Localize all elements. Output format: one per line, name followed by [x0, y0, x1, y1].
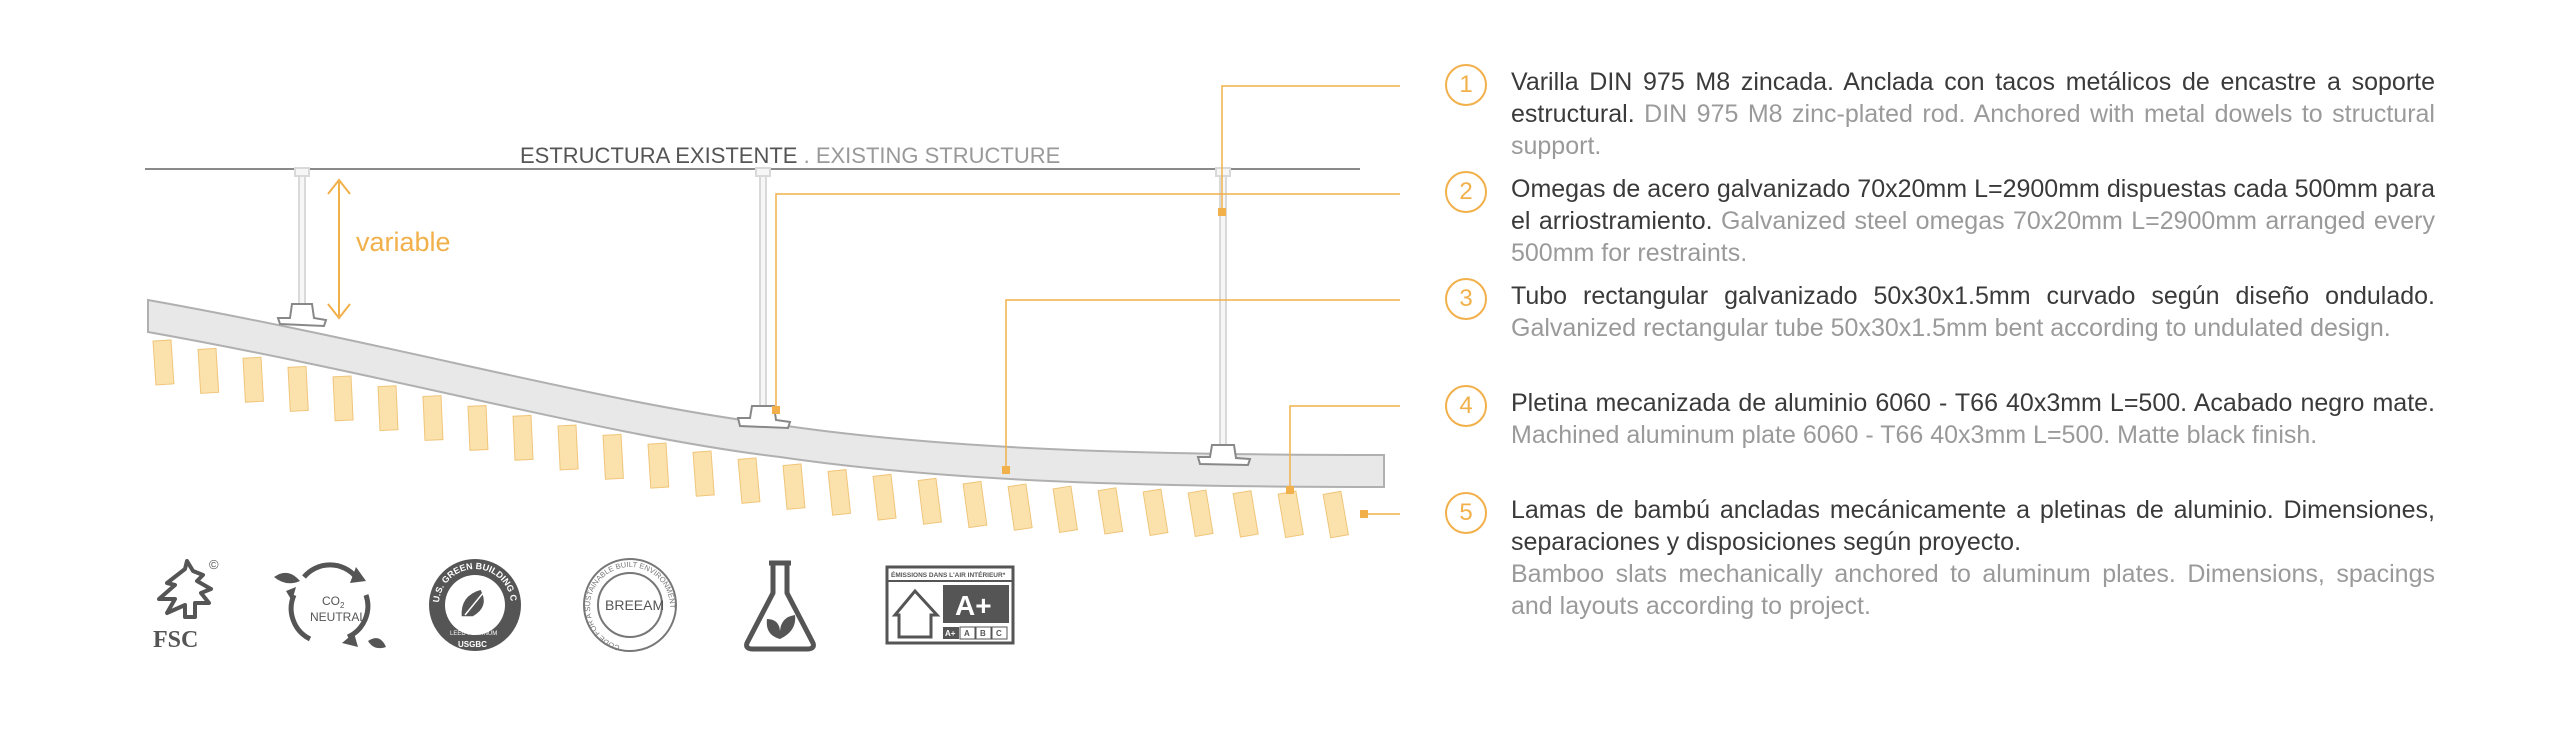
emissions-grade: A+	[955, 590, 992, 621]
co2-neutral-logo: CO2 NEUTRAL	[274, 562, 386, 649]
omega-3	[1196, 444, 1252, 467]
item-description: Tubo rectangular galvanizado 50x30x1.5mm…	[1511, 280, 2435, 344]
bamboo-slats	[152, 339, 1349, 539]
bamboo-slat	[377, 385, 399, 432]
svg-text:A+: A+	[945, 629, 956, 638]
leed-usgbc-logo: U.S. GREEN BUILDING COUNCIL LEED PLATINU…	[425, 555, 521, 651]
bamboo-slat	[152, 339, 175, 386]
bamboo-slat	[647, 442, 670, 489]
fsc-tree-icon	[157, 559, 213, 619]
description-en: Machined aluminum plate 6060 - T66 40x3m…	[1511, 421, 2318, 449]
bamboo-slat	[197, 347, 220, 394]
rod-cap-1	[294, 167, 310, 177]
flask-icon	[744, 560, 816, 652]
bamboo-slat	[332, 375, 354, 422]
description-en: DIN 975 M8 zinc-plated rod. Anchored wit…	[1511, 100, 2435, 160]
description-es: Omegas de acero galvanizado 70x20mm L=29…	[1511, 175, 2435, 235]
item-description: Varilla DIN 975 M8 zincada. Anclada con …	[1511, 66, 2435, 162]
variable-dimension	[327, 178, 351, 320]
variable-label: variable	[356, 227, 451, 257]
omega-2	[736, 405, 792, 430]
leaf-icon	[766, 615, 796, 639]
item-number-badge: 4	[1445, 385, 1487, 427]
item-number-badge: 1	[1445, 64, 1487, 106]
bamboo-slat	[827, 469, 852, 516]
description-es: Tubo rectangular galvanizado 50x30x1.5mm…	[1511, 282, 2435, 310]
bamboo-slat	[1097, 487, 1124, 535]
rod-cap-2	[755, 167, 771, 177]
leader-2	[775, 193, 1400, 410]
leader-lines	[775, 85, 1400, 515]
omega-1	[276, 303, 328, 328]
bamboo-slat	[692, 450, 715, 497]
ceiling-section-diagram: ESTRUCTURA EXISTENTE . EXISTING STRUCTUR…	[145, 85, 1400, 539]
bamboo-slat	[1232, 490, 1259, 538]
emissions-scale: A+ A B C	[943, 626, 1008, 640]
breeam-text: BREEAM	[605, 597, 664, 613]
bamboo-slat	[557, 424, 579, 471]
indoor-emissions-label: ÉMISSIONS DANS L'AIR INTÉRIEUR* A+ A+ A …	[885, 565, 1015, 645]
bamboo-slat	[1007, 483, 1033, 531]
bamboo-slat	[1187, 489, 1214, 537]
svg-text:CO2: CO2	[322, 594, 345, 610]
item-description: Omegas de acero galvanizado 70x20mm L=29…	[1511, 173, 2435, 269]
bamboo-slat	[1142, 488, 1169, 536]
usgbc-text: USGBC	[458, 640, 487, 649]
fsc-logo: © FSC	[153, 557, 219, 653]
fsc-text: FSC	[153, 627, 198, 653]
leaf-icon	[368, 638, 386, 649]
bamboo-slat	[512, 414, 534, 461]
bamboo-slat	[782, 463, 806, 510]
neutral-text: NEUTRAL	[310, 610, 366, 624]
description-en: Galvanized rectangular tube 50x30x1.5mm …	[1511, 314, 2391, 342]
omega-brackets	[276, 303, 1252, 467]
leader-markers	[772, 208, 1368, 518]
bamboo-slat	[422, 395, 444, 441]
structure-label: ESTRUCTURA EXISTENTE . EXISTING STRUCTUR…	[520, 143, 1060, 168]
leed-bottom-text: LEED PLATINUM	[450, 631, 497, 637]
bamboo-slat	[602, 433, 624, 480]
rod-1	[298, 169, 306, 311]
leaf-icon	[460, 588, 486, 618]
breeam-logo: CODE FOR A SUSTAINABLE BUILT ENVIRONMENT…	[583, 558, 677, 652]
leader-1	[1221, 85, 1400, 212]
item-number-badge: 2	[1445, 171, 1487, 213]
description-en: Bamboo slats mechanically anchored to al…	[1511, 560, 2435, 620]
co2-subscript: 2	[340, 601, 345, 610]
rod-2	[759, 169, 767, 411]
flask-leaf-logo	[744, 560, 816, 652]
certification-logos: © FSC CO2 NEUTRAL U.S. GREEN BUILDING CO…	[140, 555, 1040, 665]
bamboo-slat	[242, 356, 264, 403]
description-en: Galvanized steel omegas 70x20mm L=2900mm…	[1511, 207, 2435, 267]
leader-3	[1005, 299, 1400, 470]
bamboo-slat	[287, 365, 309, 412]
leader-4	[1289, 405, 1400, 490]
bamboo-slat	[467, 405, 489, 451]
rod-cap-3	[1215, 167, 1231, 177]
co2-text: CO	[322, 594, 340, 608]
bamboo-slat	[1322, 490, 1349, 539]
curved-tube	[147, 298, 1385, 489]
bamboo-slat	[1052, 485, 1079, 533]
item-number-badge: 3	[1445, 278, 1487, 320]
description-es: Pletina mecanizada de aluminio 6060 - T6…	[1511, 389, 2435, 417]
svg-text:B: B	[980, 629, 986, 638]
item-description: Lamas de bambú ancladas mecánicamente a …	[1511, 494, 2435, 622]
bamboo-slat	[962, 480, 988, 529]
leaf-icon	[274, 572, 300, 584]
bamboo-slat	[872, 473, 897, 521]
bamboo-slat	[917, 477, 943, 525]
svg-text:A: A	[964, 629, 970, 638]
bamboo-slat	[737, 457, 761, 504]
bamboo-slat	[1277, 490, 1304, 539]
svg-text:C: C	[996, 629, 1002, 638]
item-description: Pletina mecanizada de aluminio 6060 - T6…	[1511, 387, 2435, 451]
item-number-badge: 5	[1445, 492, 1487, 534]
fsc-mark: ©	[209, 557, 219, 572]
description-es: Lamas de bambú ancladas mecánicamente a …	[1511, 496, 2435, 556]
house-icon	[891, 588, 941, 639]
description-es: Varilla DIN 975 M8 zincada. Anclada con …	[1511, 68, 2435, 128]
emissions-top-text: ÉMISSIONS DANS L'AIR INTÉRIEUR*	[891, 570, 1006, 579]
